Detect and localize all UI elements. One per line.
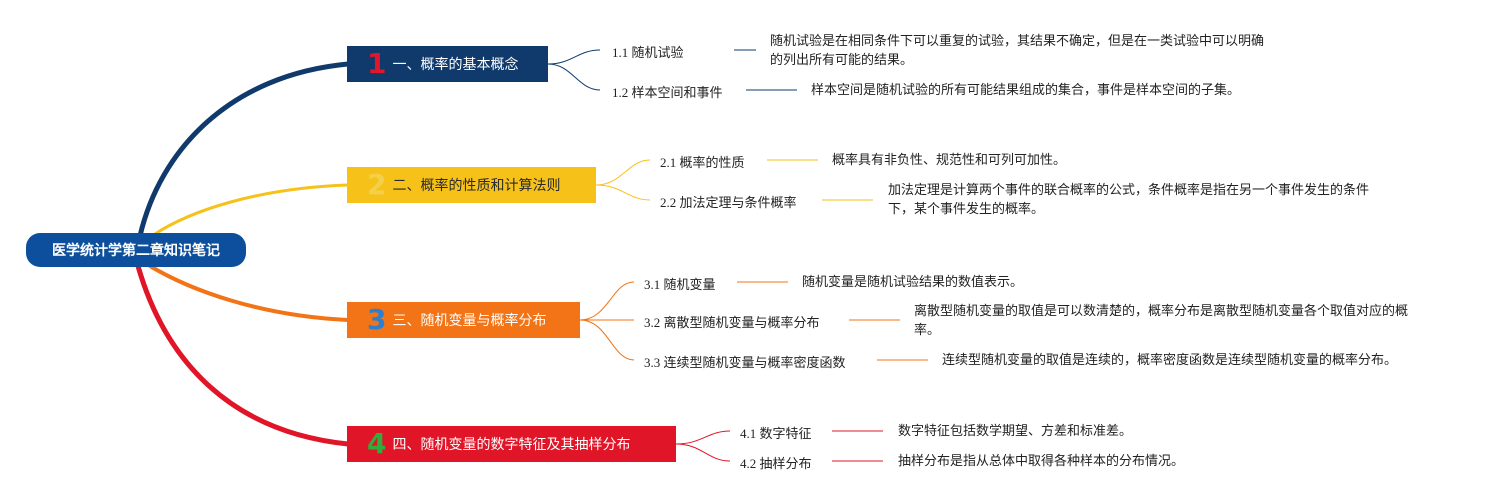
sub-desc-3-3: 连续型随机变量的取值是连续的，概率密度函数是连续型随机变量的概率分布。 — [942, 353, 1398, 368]
sub-desc-1-1: 随机试验是在相同条件下可以重复的试验，其结果不确定，但是在一类试验中可以明确的列… — [770, 34, 1265, 68]
sub-curve-2-2 — [595, 184, 651, 201]
sub-title-2-2: 加法定理与条件概率 — [679, 196, 797, 211]
branch-node-3[interactable]: 3 三、随机变量与概率分布 — [347, 302, 580, 338]
sub-node-3-1[interactable]: 3.1 随机变量 — [644, 274, 716, 293]
sub-title-2-1: 概率的性质 — [679, 156, 745, 171]
sub-code-4-1: 4.1 — [740, 426, 757, 441]
sub-code-4-2: 4.2 — [740, 456, 757, 471]
main-curve-2 — [150, 183, 350, 238]
sub-desc-4-1: 数字特征包括数学期望、方差和标准差。 — [898, 424, 1133, 439]
sub-desc-3-2: 离散型随机变量的取值是可以数清楚的，概率分布是离散型随机变量各个取值对应的概率。 — [914, 304, 1409, 338]
sub-code-2-2: 2.2 — [660, 195, 677, 210]
main-curve-1 — [137, 61, 351, 239]
branch-label-1: 一、概率的基本概念 — [392, 57, 519, 73]
sub-title-3-3: 连续型随机变量与概率密度函数 — [663, 356, 846, 371]
branch-node-1[interactable]: 1 一、概率的基本概念 — [347, 46, 548, 82]
sub-curve-4-2 — [675, 443, 731, 462]
sub-node-1-2[interactable]: 1.2 样本空间和事件 — [612, 82, 723, 101]
branch-node-2[interactable]: 2 二、概率的性质和计算法则 — [347, 167, 596, 203]
branch-number-3: 3 — [367, 303, 387, 336]
sub-curve-1-2 — [547, 63, 601, 91]
sub-desc-2-2: 加法定理是计算两个事件的联合概率的公式，条件概率是指在另一个事件发生的条件下，某… — [888, 183, 1370, 217]
sub-node-4-2[interactable]: 4.2 抽样分布 — [740, 453, 812, 472]
sub-code-3-3: 3.3 — [644, 355, 661, 370]
sub-node-3-3[interactable]: 3.3 连续型随机变量与概率密度函数 — [644, 352, 846, 371]
sub-curve-4-1 — [675, 430, 731, 445]
sub-title-3-2: 离散型随机变量与概率分布 — [663, 316, 820, 331]
sub-title-1-2: 样本空间和事件 — [631, 86, 723, 101]
branch-label-3: 三、随机变量与概率分布 — [392, 313, 547, 329]
sub-title-4-1: 数字特征 — [759, 427, 812, 442]
sub-node-3-2[interactable]: 3.2 离散型随机变量与概率分布 — [644, 312, 820, 331]
sub-node-2-2[interactable]: 2.2 加法定理与条件概率 — [660, 192, 797, 211]
main-curve-4 — [135, 263, 351, 447]
branch-number-1: 1 — [367, 47, 387, 80]
sub-desc-1-2: 样本空间是随机试验的所有可能结果组成的集合，事件是样本空间的子集。 — [811, 83, 1241, 98]
sub-curve-3-1 — [579, 281, 635, 321]
branch-number-4: 4 — [367, 427, 387, 460]
sub-node-4-1[interactable]: 4.1 数字特征 — [740, 423, 812, 442]
sub-code-1-1: 1.1 — [612, 45, 629, 60]
root-node[interactable]: 医学统计学第二章知识笔记 — [26, 233, 246, 267]
sub-title-1-1: 随机试验 — [631, 46, 684, 61]
sub-desc-2-1: 概率具有非负性、规范性和可列可加性。 — [832, 153, 1067, 168]
sub-curve-2-1 — [595, 159, 651, 186]
sub-code-2-1: 2.1 — [660, 155, 677, 170]
branch-label-2: 二、概率的性质和计算法则 — [392, 178, 561, 194]
branch-label-4: 四、随机变量的数字特征及其抽样分布 — [392, 437, 631, 453]
sub-node-2-1[interactable]: 2.1 概率的性质 — [660, 152, 745, 171]
sub-title-4-2: 抽样分布 — [759, 457, 812, 472]
sub-desc-4-2: 抽样分布是指从总体中取得各种样本的分布情况。 — [898, 454, 1185, 469]
sub-curve-3-3 — [579, 319, 635, 361]
sub-desc-3-1: 随机变量是随机试验结果的数值表示。 — [802, 275, 1024, 290]
sub-code-1-2: 1.2 — [612, 85, 629, 100]
branch-number-2: 2 — [367, 168, 387, 201]
main-curve-3 — [148, 264, 350, 322]
sub-code-3-2: 3.2 — [644, 315, 661, 330]
sub-title-3-1: 随机变量 — [663, 278, 716, 293]
sub-curve-1-1 — [547, 49, 601, 65]
sub-node-1-1[interactable]: 1.1 随机试验 — [612, 42, 684, 61]
branch-node-4[interactable]: 4 四、随机变量的数字特征及其抽样分布 — [347, 426, 676, 462]
sub-code-3-1: 3.1 — [644, 277, 661, 292]
